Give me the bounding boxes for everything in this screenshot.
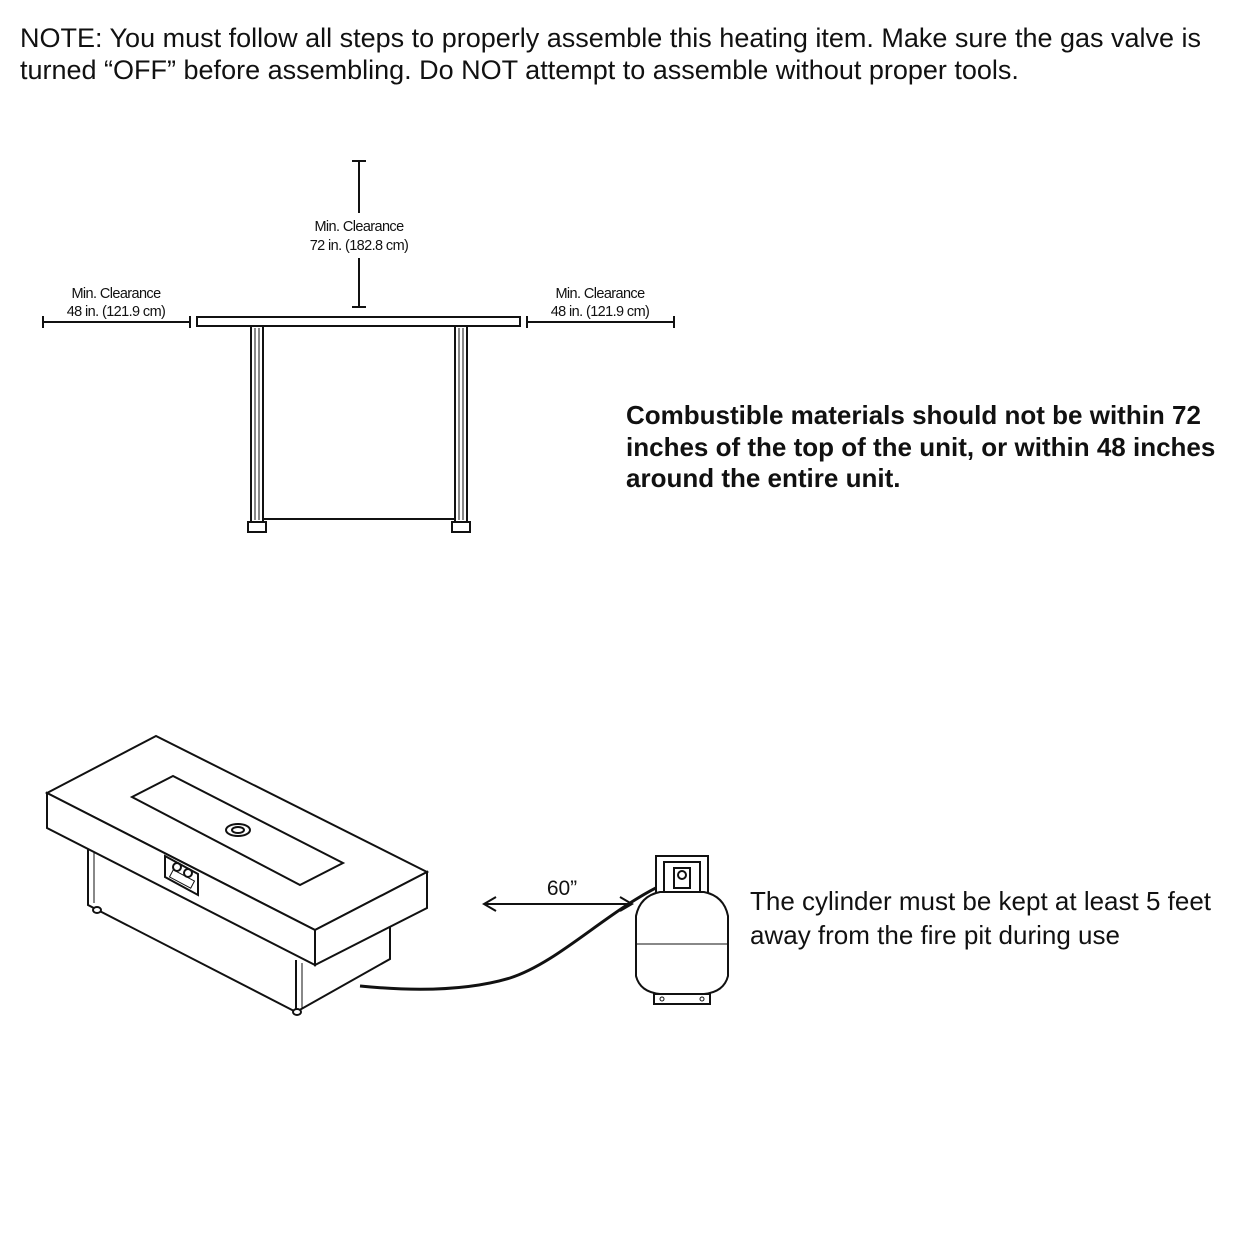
fire-pit-isometric xyxy=(44,734,430,1016)
cylinder-distance-note: The cylinder must be kept at least 5 fee… xyxy=(750,886,1212,950)
left-clearance-label-line2: 48 in. (121.9 cm) xyxy=(67,304,166,320)
gas-hose xyxy=(359,880,669,991)
right-clearance-label-line1: Min. Clearance xyxy=(555,286,645,302)
top-clearance-dimension xyxy=(352,160,366,308)
top-clearance-label-line2: 72 in. (182.8 cm) xyxy=(310,238,409,254)
top-clearance-label-line1: Min. Clearance xyxy=(314,219,404,235)
right-clearance-label-line2: 48 in. (121.9 cm) xyxy=(551,304,650,320)
left-clearance-dimension xyxy=(42,316,191,328)
combustible-warning: Combustible materials should not be with… xyxy=(626,400,1216,493)
right-clearance-dimension xyxy=(526,316,675,328)
table-front-view xyxy=(196,316,521,533)
propane-cylinder-icon xyxy=(635,855,729,1005)
distance-label: 60” xyxy=(547,877,577,900)
assembly-note: NOTE: You must follow all steps to prope… xyxy=(20,23,1202,85)
left-clearance-label-line1: Min. Clearance xyxy=(71,286,161,302)
distance-arrow xyxy=(482,896,634,912)
